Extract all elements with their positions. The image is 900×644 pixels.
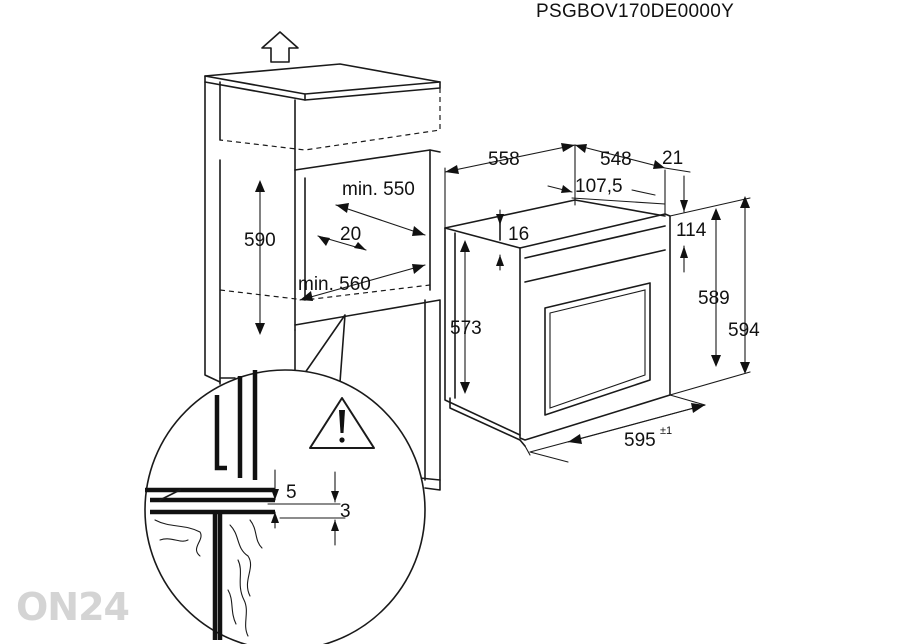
oven	[444, 144, 751, 456]
oven-depth-total-label: 558	[488, 149, 520, 170]
warning-triangle-icon	[309, 397, 375, 449]
niche-depth-label: min. 550	[342, 179, 415, 200]
panel-offset-label: 21	[662, 148, 683, 169]
detail-gap-a-label: 5	[286, 482, 297, 503]
detail-gap-b-label: 3	[340, 501, 351, 522]
body-height-label: 573	[450, 318, 482, 339]
detail-circle	[144, 369, 426, 644]
top-gap-label: 107,5	[575, 176, 623, 197]
niche-height-label: 590	[244, 230, 276, 251]
niche-width-label: min. 560	[298, 274, 371, 295]
cabinet	[204, 63, 441, 491]
niche-depth-line	[335, 204, 426, 236]
detail-callout-pointer	[299, 314, 346, 383]
niche-gap-label: 20	[340, 224, 361, 245]
side-offset-label: 16	[508, 224, 529, 245]
front-width-label: 595	[624, 430, 656, 451]
arrow-up-icon	[261, 31, 299, 63]
watermark-logo: ON24	[16, 585, 129, 629]
front-height-inner-label: 589	[698, 288, 730, 309]
front-width-tolerance: ±1	[660, 425, 672, 437]
front-height-label: 594	[728, 320, 760, 341]
model-code: PSGBOV170DE0000Y	[536, 1, 734, 22]
panel-top-label: 114	[676, 220, 707, 241]
oven-depth-body-label: 548	[600, 149, 632, 170]
